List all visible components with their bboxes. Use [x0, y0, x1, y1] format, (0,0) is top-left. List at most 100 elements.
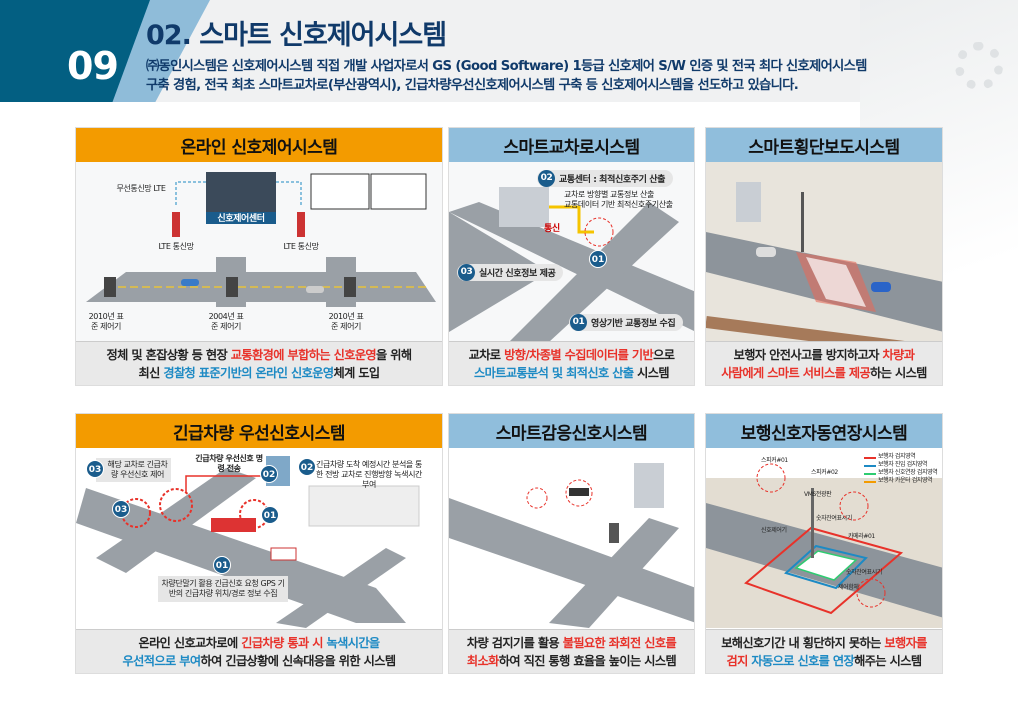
label-controller: 2010년 표준 제어기 [328, 312, 364, 331]
caption-highlight: 우선적으로 부여 [122, 653, 202, 668]
caption-text: 교차로 [468, 347, 505, 362]
desc-line: 구축 경험, 전국 최초 스마트교차로(부산광역시), 긴급차량우선신호제어시스… [146, 78, 799, 93]
step-02: 02 [538, 170, 555, 187]
caption-text: 을 위해 [376, 347, 412, 362]
step-02-marker: 02 [260, 465, 278, 483]
emergency-road-diagram [76, 456, 420, 628]
label-controller: 2004년 표준 제어기 [208, 312, 244, 331]
page-number: 09 [67, 44, 119, 88]
legend-item: 보행자 신호연장 검지영역 [878, 469, 938, 476]
step-01-marker: 01 [213, 556, 231, 574]
caption-line: 보해신호기간 내 횡단하지 못하는 보행자를 [721, 634, 927, 652]
panel-smart-intersection: 스마트교차로시스템 02 교통센터 : 최적신호주기 산출 교차로 방향별 교통정… [448, 127, 695, 386]
tag-traffic-center: 02 교통센터 : 최적신호주기 산출 [537, 170, 673, 187]
label-countdown1: 숫자잔여표시기 [816, 515, 852, 522]
crosswalk-diagram [706, 162, 942, 342]
panel-title: 온라인 신호제어시스템 [76, 128, 442, 162]
step-03: 03 [458, 264, 475, 281]
label-vms: VMS전광판 [804, 491, 832, 498]
step-03-marker: 03 [86, 460, 104, 478]
caption-highlight: 사람에게 스마트 서비스를 제공 [721, 365, 871, 380]
caption-text: 하여 직진 통행 효율을 높이는 시스템 [498, 653, 677, 668]
caption-text: 최신 [138, 365, 164, 380]
tag-text: 영상기반 교통정보 수집 [591, 319, 676, 329]
bullet-text: 교차로 방향별 교통정보 산출 [564, 190, 654, 199]
panel-online-signal: 온라인 신호제어시스템 무선통신망 LTE 신호제어센터 LTE 통신망 LTE… [75, 127, 443, 386]
caption-line: 검지 자동으로 신호를 연장해주는 시스템 [726, 652, 922, 670]
panel-title: 스마트교차로시스템 [449, 128, 694, 162]
label-speaker1: 스피커#01 [761, 457, 788, 464]
panel-title: 스마트횡단보도시스템 [706, 128, 942, 162]
caption-highlight: 최소화 [466, 653, 499, 668]
caption-highlight: 검지 [726, 653, 752, 668]
label-lte: LTE 통신망 [158, 242, 194, 251]
road-diagram [86, 172, 436, 307]
caption-highlight: 차량과 [882, 347, 915, 362]
intersection-diagram [449, 187, 694, 342]
panel-title: 긴급차량 우선신호시스템 [76, 414, 442, 448]
panel-title: 보행신호자동연장시스템 [706, 414, 942, 448]
legend-item: 보행자 진입 검지영역 [878, 461, 928, 468]
caption-line: 정체 및 혼잡상황 등 현장 교통환경에 부합하는 신호운영을 위해 [106, 346, 412, 364]
caption-highlight: 경찰청 표준기반의 온라인 신호운영 [163, 365, 334, 380]
step-01: 01 [570, 314, 587, 331]
caption-highlight: 보행자를 [884, 635, 927, 650]
tag-text: 교통센터 : 최적신호주기 산출 [559, 175, 665, 185]
label-speaker2: 스피커#02 [811, 469, 838, 476]
page-description: ㈜동인시스템은 신호제어시스템 직접 개발 사업자로서 GS (Good Sof… [146, 57, 867, 95]
caption-text: 보행자 안전사고를 방지하고자 [733, 347, 883, 362]
label-lte: LTE 통신망 [283, 242, 319, 251]
caption-highlight: 불필요한 좌회전 신호를 [562, 635, 677, 650]
caption-line: 스마트교통분석 및 최적신호 산출 시스템 [474, 364, 670, 382]
actuated-road-diagram [449, 463, 694, 628]
label-controller: 신호제어기 [761, 527, 787, 534]
label-controller: 2010년 표준 제어기 [88, 312, 124, 331]
caption-line: 온라인 신호교차로에 긴급차량 통과 시 녹색시간을 [138, 634, 380, 652]
caption-text: 하는 시스템 [870, 365, 927, 380]
label-gps-request: 차량단말기 활용 긴급신호 요청 GPS 기반의 긴급차량 위치/경로 정보 수… [158, 576, 288, 602]
label-priority-control: 해당 교차로 긴급차량 우선신호 제어 [96, 458, 171, 482]
label-control-box: 제어함체 [838, 584, 859, 591]
caption-text: 하여 긴급상황에 신속대응을 위한 시스템 [200, 653, 396, 668]
bullet-text: 교통데이터 기반 최적신호주기산출 [564, 200, 673, 209]
caption-highlight: 교통환경에 부합하는 신호운영 [230, 347, 377, 362]
label-camera: 카메라#01 [848, 533, 875, 540]
label-command-send: 긴급차량 우선신호 명령 전송 [195, 454, 263, 473]
emergency-illustration: 03 해당 교차로 긴급차량 우선신호 제어 03 긴급차량 우선신호 명령 전… [76, 448, 442, 628]
tag-video: 01 영상기반 교통정보 수집 [569, 314, 684, 331]
ped-extension-diagram [706, 457, 942, 628]
caption-text: 보해신호기간 내 횡단하지 못하는 [721, 635, 885, 650]
label-countdown2: 숫자잔여표시기 [846, 569, 882, 576]
caption-text: 차량 검지기를 활용 [466, 635, 563, 650]
step-01-marker: 01 [589, 250, 607, 268]
legend-item: 보행자 카운터 검지영역 [878, 477, 933, 484]
caption-text: 정체 및 혼잡상황 등 현장 [106, 347, 231, 362]
caption-highlight: 자동으로 신호를 연장 [751, 653, 855, 668]
label-center: 신호제어센터 [217, 214, 265, 224]
panel-emergency-priority: 긴급차량 우선신호시스템 03 해당 교차로 긴급차량 우선신호 제어 03 긴… [75, 413, 443, 674]
caption-line: 사람에게 스마트 서비스를 제공하는 시스템 [721, 364, 927, 382]
caption-line: 보행자 안전사고를 방지하고자 차량과 [734, 346, 915, 364]
caption-line: 교차로 방향/차종별 수집데이터를 기반으로 [469, 346, 675, 364]
caption-text: 온라인 신호교차로에 [138, 635, 242, 650]
caption-line: 차량 검지기를 활용 불필요한 좌회전 신호를 [466, 634, 677, 652]
caption-text: 시스템 [633, 365, 669, 380]
caption-text: 으로 [653, 347, 675, 362]
smart-crosswalk-illustration [706, 162, 942, 342]
page-title: 02. 스마트 신호제어시스템 [146, 20, 447, 51]
gear-icon [955, 42, 1003, 90]
label-arrival-analysis: 긴급차량 도착 예정시간 분석을 통한 전방 교차로 진행방향 녹색시간 부여 [315, 460, 422, 489]
step-01-marker: 01 [261, 506, 279, 524]
